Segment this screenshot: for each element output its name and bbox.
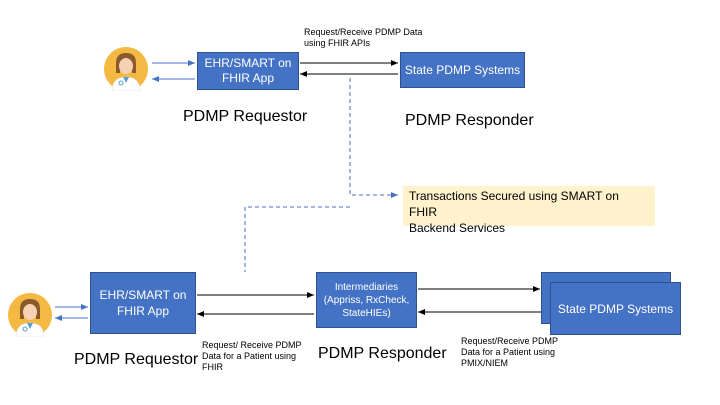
top-state-pdmp-box: State PDMP Systems (400, 52, 525, 88)
bottom-responder-label: PDMP Responder (318, 345, 447, 362)
bottom-left-arrow-label: Request/ Receive PDMP Data for a Patient… (202, 340, 302, 372)
bottom-right-arrow-label: Request/Receive PDMP Data for a Patient … (461, 336, 559, 368)
top-ehr-smart-fhir-box: EHR/SMART on FHIR App (197, 52, 299, 90)
top-responder-label: PDMP Responder (405, 112, 534, 129)
bottom-ehr-smart-fhir-box: EHR/SMART on FHIR App (90, 272, 196, 334)
security-dashed-connector-bottom (244, 206, 350, 272)
intermediaries-box: Intermediaries (Appriss, RxCheck, StateH… (316, 272, 417, 328)
doctor-avatar-icon (8, 293, 52, 338)
doctor-avatar-icon (104, 47, 148, 92)
top-requestor-label: PDMP Requestor (183, 108, 308, 125)
bottom-requestor-label: PDMP Requestor (74, 351, 199, 368)
top-arrow-label: Request/Receive PDMP Data using FHIR API… (304, 27, 423, 48)
security-note: Transactions Secured using SMART on FHIR… (403, 186, 655, 235)
security-dashed-connector (349, 78, 398, 198)
bottom-state-pdmp-box: State PDMP Systems (550, 282, 681, 335)
